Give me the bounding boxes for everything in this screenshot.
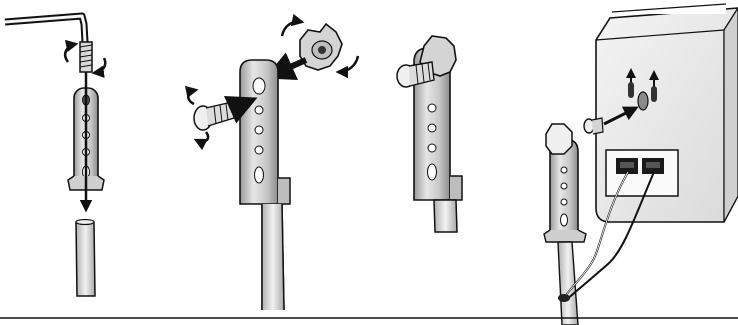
wire-clip <box>558 294 570 302</box>
bolt-icon <box>193 101 235 131</box>
step-3-assembled <box>396 35 463 233</box>
rotation-arrow-icon <box>335 55 360 79</box>
wall-hook-icon <box>637 91 649 111</box>
hex-key-icon <box>4 12 90 61</box>
step-2-attach-knob <box>184 13 360 311</box>
bolt-icon <box>583 117 604 135</box>
rotation-arrow-icon <box>280 13 305 37</box>
connector-block-icon <box>605 149 679 197</box>
step-4-mount-on-unit <box>543 0 738 325</box>
wire <box>565 171 655 301</box>
rotation-arrow-icon <box>91 57 107 78</box>
rotation-arrow-icon <box>193 131 210 151</box>
step-1-hex-key <box>4 12 107 297</box>
rotation-arrow-icon <box>64 39 79 63</box>
insert-arrow-icon <box>223 96 258 124</box>
bracket-step-2 <box>239 59 291 311</box>
bolt-icon <box>396 61 435 88</box>
knob-icon <box>299 22 343 71</box>
bracket-step-4 <box>543 139 587 243</box>
knob-icon <box>545 123 573 155</box>
pole <box>75 221 96 297</box>
rotation-arrow-icon <box>184 85 199 106</box>
screw <box>79 41 93 73</box>
mount-arrow-icon <box>603 106 639 126</box>
